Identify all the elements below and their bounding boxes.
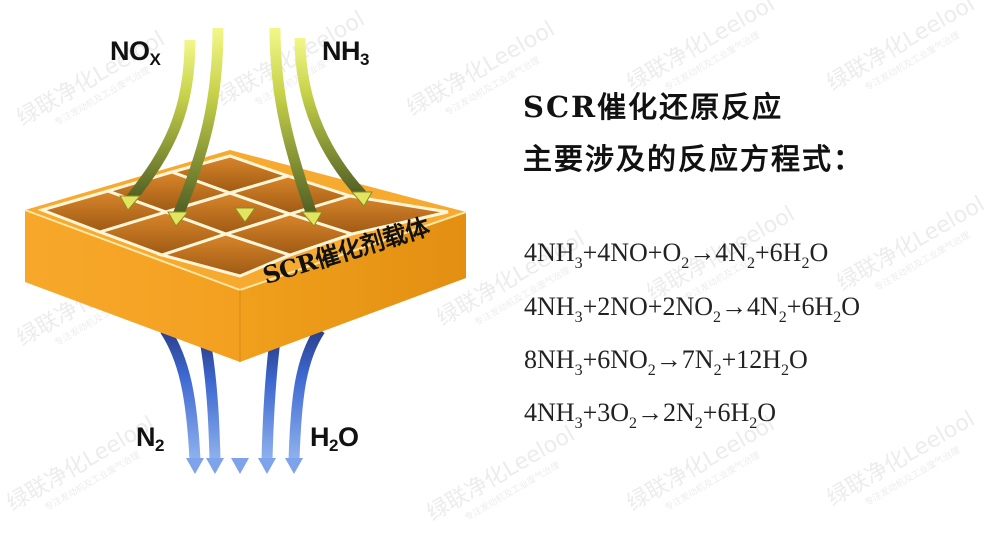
equation-4: 4NH3+3O2→2N2+6H2O (524, 398, 777, 432)
title-line-2: 主要涉及的反应方程式： (523, 142, 865, 176)
output-arrowheads (186, 458, 303, 474)
output-arrows (160, 326, 325, 461)
output-label-h2o: H2O (310, 422, 359, 455)
input-arrowheads (119, 191, 373, 227)
output-label-n2: N2 (136, 422, 164, 455)
reactor-illustration (24, 22, 467, 474)
input-label-nh3: NH3 (322, 36, 369, 69)
equation-2: 4NH3+2NO+2NO2→4N2+6H2O (524, 292, 861, 326)
input-arrows (125, 22, 367, 218)
title-line-1: SCR催化还原反应 (523, 90, 784, 124)
equation-1: 4NH3+4NO+O2→4N2+6H2O (524, 238, 829, 272)
input-label-nox: NOX (110, 36, 161, 69)
equation-3: 8NH3+6NO2→7N2+12H2O (524, 345, 808, 379)
